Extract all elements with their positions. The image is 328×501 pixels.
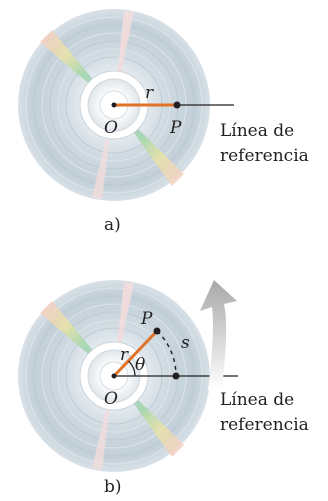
- panel-b: P r θ s O Línea de referencia b): [18, 280, 309, 497]
- reference-label-a-line1: Línea de: [220, 121, 294, 141]
- arc-label-b: s: [181, 333, 190, 353]
- point-label-a: P: [169, 118, 182, 138]
- reference-label-a-line2: referencia: [220, 146, 309, 166]
- caption-a: a): [104, 215, 121, 235]
- arc-length-s-b: [156, 330, 177, 377]
- angle-arc-b: [128, 360, 136, 377]
- caption-b: b): [104, 477, 122, 497]
- center-dot-b: [111, 373, 117, 379]
- radius-label-a: r: [145, 83, 154, 103]
- reference-dot-b: [172, 372, 180, 380]
- center-dot-a: [111, 102, 117, 108]
- reference-label-b-line1: Línea de: [220, 390, 294, 410]
- radius-line-b: [112, 329, 159, 378]
- point-label-b: P: [140, 309, 153, 329]
- angle-label-b: θ: [135, 355, 145, 375]
- center-label-b: O: [104, 389, 118, 409]
- radius-label-b: r: [120, 345, 129, 365]
- center-label-a: O: [104, 118, 118, 138]
- point-dot-b: [153, 327, 161, 335]
- panel-a: r O P Línea de referencia a): [18, 9, 309, 235]
- rotation-arrow-icon: [200, 280, 237, 390]
- point-dot-a: [173, 101, 181, 109]
- reference-label-b-line2: referencia: [220, 415, 309, 435]
